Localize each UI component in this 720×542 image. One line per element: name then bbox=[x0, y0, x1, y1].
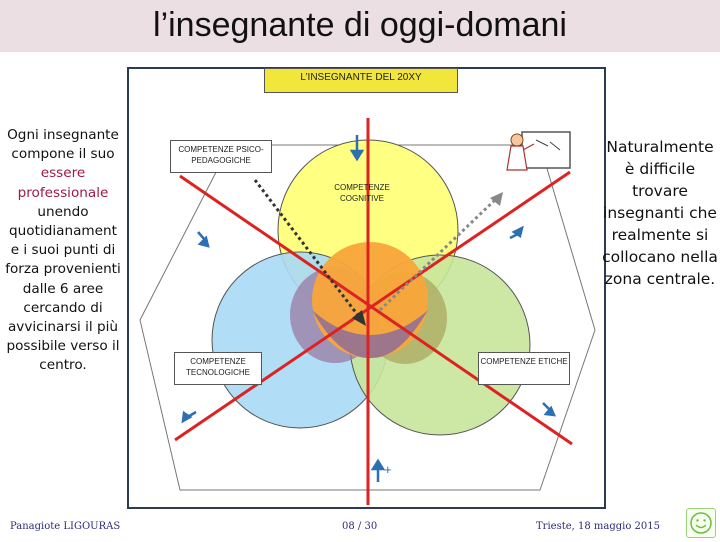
smiley-icon[interactable] bbox=[686, 508, 716, 538]
left-text-highlight: essere professionale bbox=[17, 165, 109, 201]
label-tecnologiche: COMPETENZE TECNOLOGICHE bbox=[174, 352, 262, 385]
plus-sign: + bbox=[384, 462, 392, 477]
dotted-arrow-right-head bbox=[490, 192, 503, 206]
center-lower-purple bbox=[312, 310, 428, 359]
left-text-part1: Ogni insegnante compone il suo bbox=[7, 127, 119, 163]
red-line-diag-2 bbox=[174, 170, 571, 442]
title-bar bbox=[0, 0, 720, 52]
label-etiche: COMPETENZE ETICHE bbox=[478, 352, 570, 385]
dotted-arrow-left-head bbox=[352, 310, 366, 326]
label-psico-pedagogiche: COMPETENZE PSICO-PEDAGOGICHE bbox=[170, 140, 272, 173]
footer-page-number: 08 / 30 bbox=[342, 521, 378, 532]
label-cognitive: COMPETENZE COGNITIVE bbox=[334, 183, 390, 203]
slide-title: l’insegnante di oggi-domani bbox=[153, 6, 567, 44]
blue-arrows bbox=[181, 135, 557, 482]
footer-date: Trieste, 18 maggio 2015 bbox=[536, 521, 660, 532]
header-box: L’INSEGNANTE DEL 20XY bbox=[264, 68, 458, 93]
footer-author: Panagiote LIGOURAS bbox=[10, 521, 121, 532]
left-text-part2: unendo quotidianament e i suoi punti di … bbox=[5, 203, 121, 374]
left-explanation: Ogni insegnante compone il suo essere pr… bbox=[4, 126, 122, 376]
dotted-arrow-left bbox=[253, 179, 362, 319]
right-explanation: Naturalmente è difficile trovare insegna… bbox=[602, 138, 718, 288]
red-line-diag-1 bbox=[179, 174, 573, 446]
dotted-arrow-right bbox=[378, 196, 499, 312]
teacher-illustration bbox=[506, 131, 571, 171]
